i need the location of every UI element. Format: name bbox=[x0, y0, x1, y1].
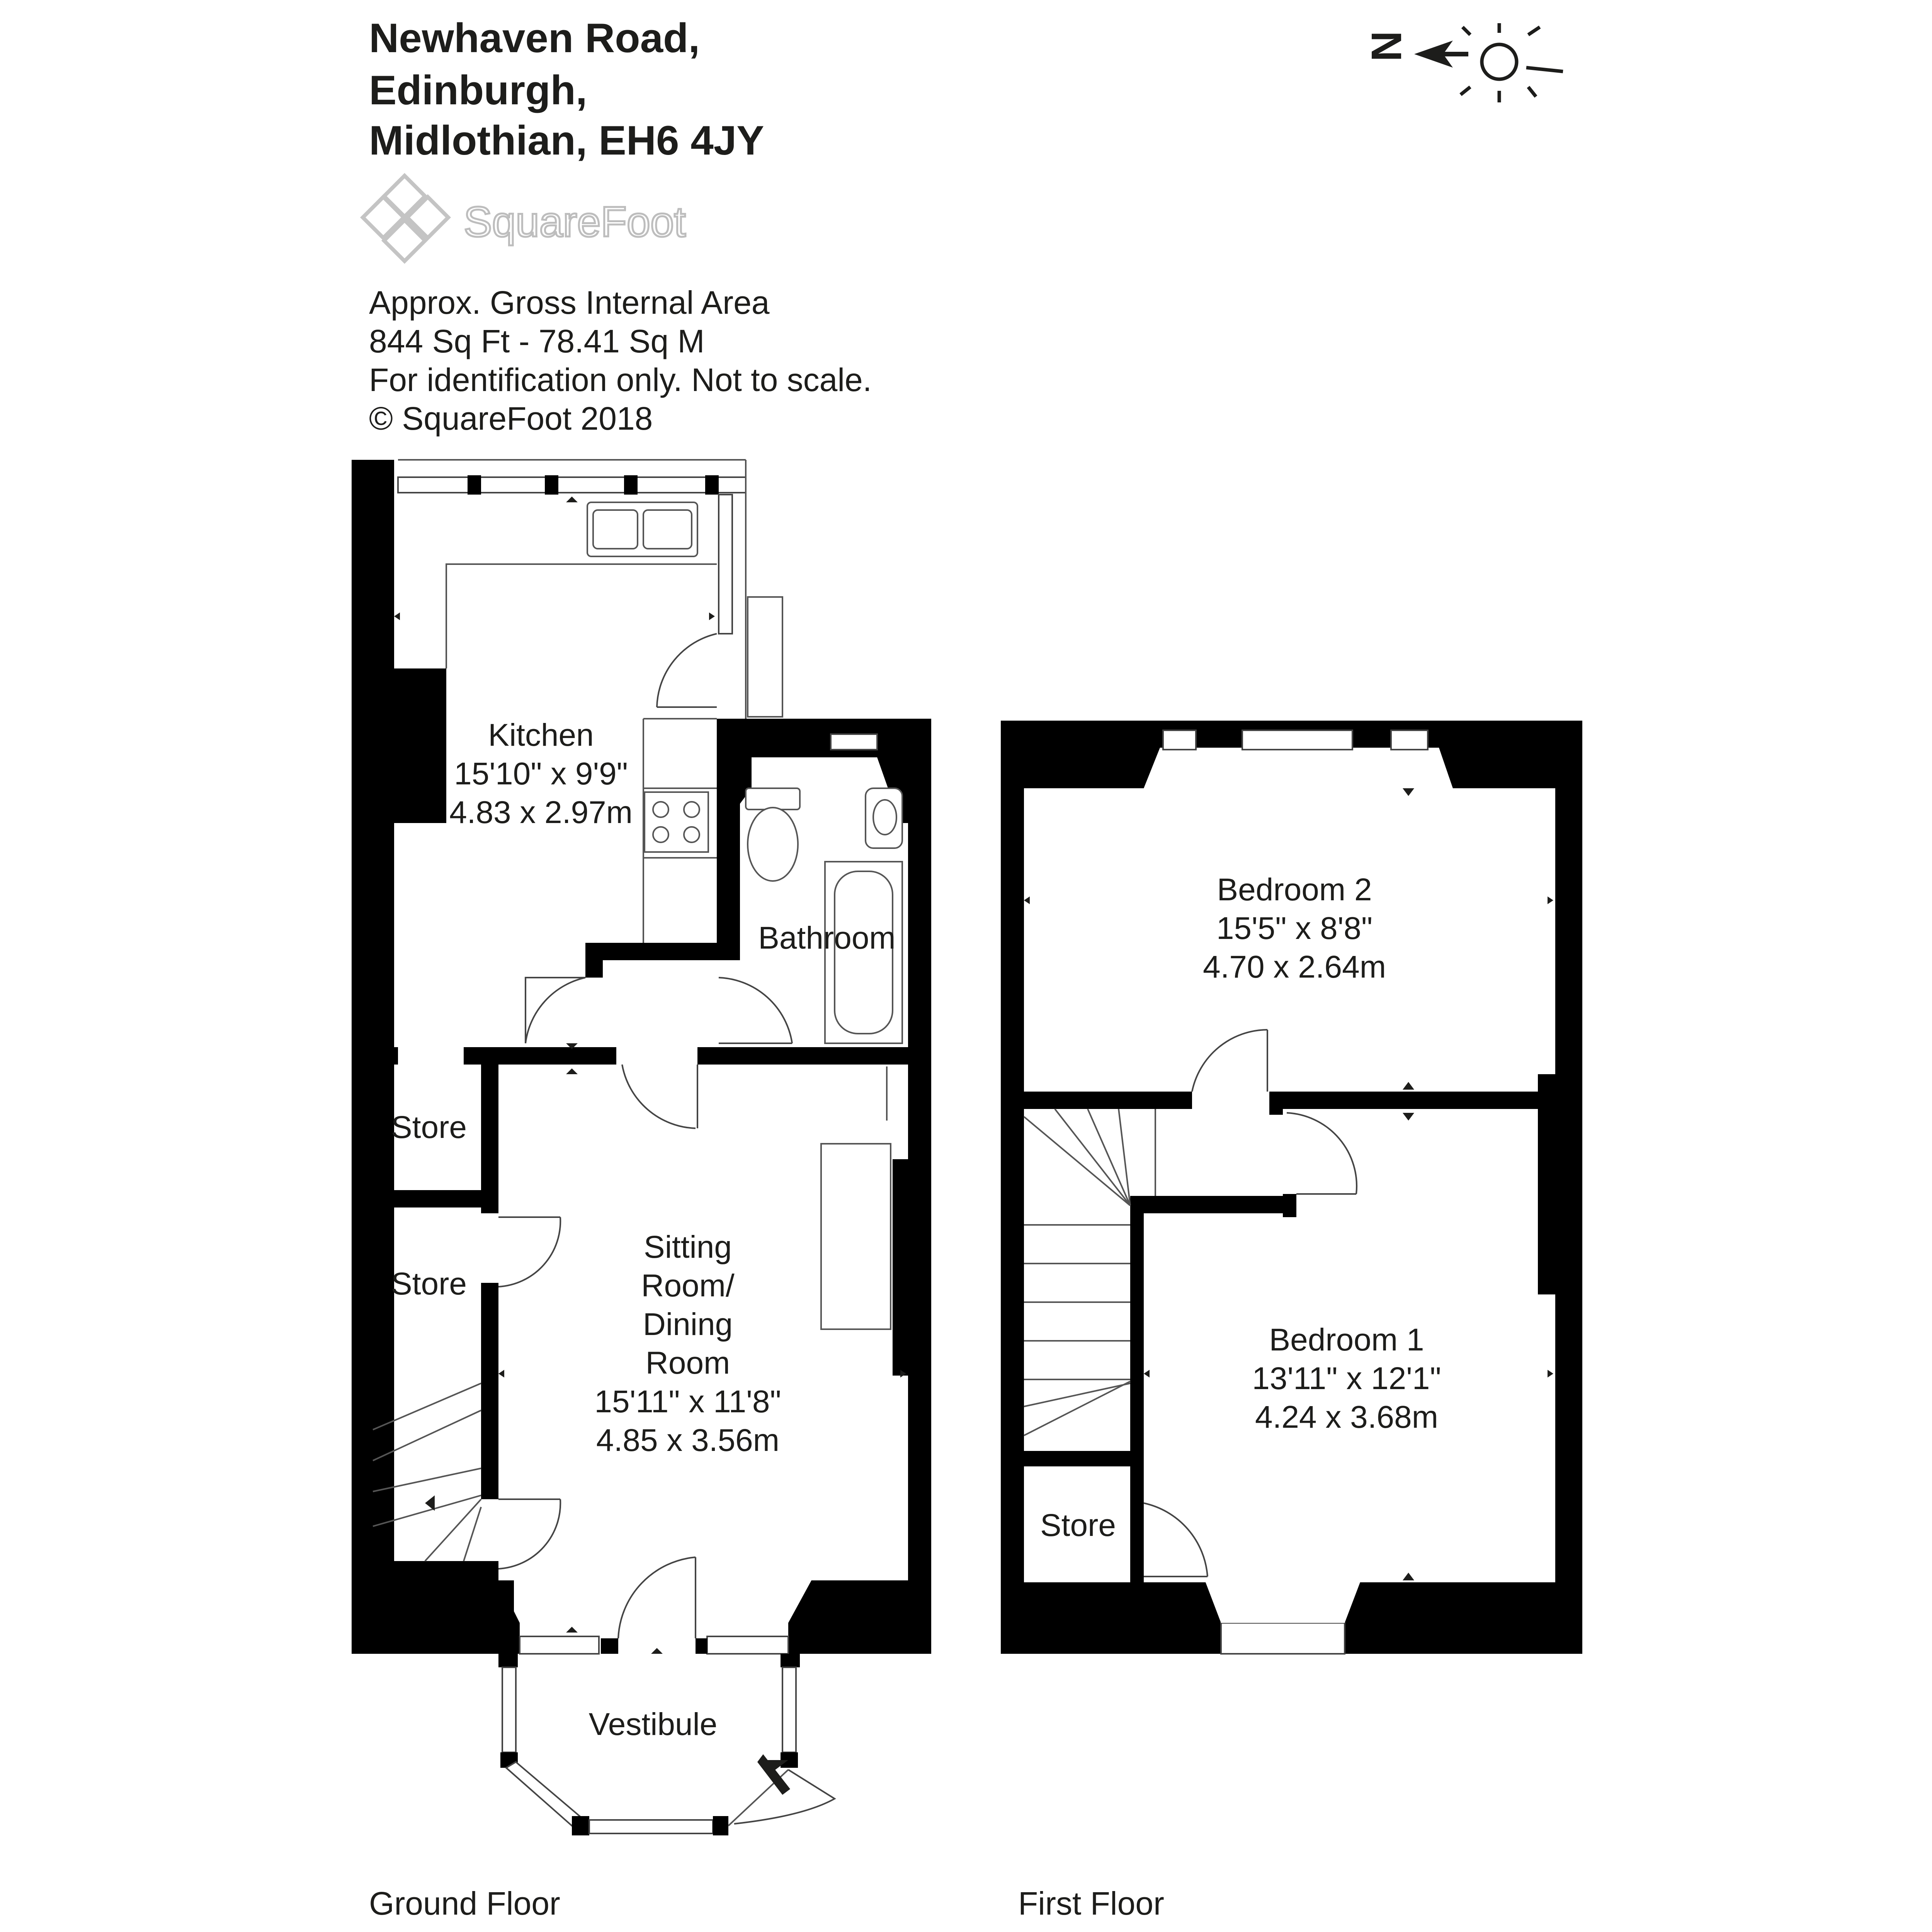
kitchen-hob-icon bbox=[644, 791, 709, 853]
kitchen-window bbox=[397, 476, 747, 493]
bedroom-2-metric: 4.70 x 2.64m bbox=[1203, 949, 1386, 985]
kitchen-name: Kitchen bbox=[488, 718, 594, 753]
address-line-1: Newhaven Road, bbox=[369, 15, 700, 61]
room-label-bedroom-1: Bedroom 1 13'11" x 12'1" 4.24 x 3.68m bbox=[1252, 1322, 1441, 1435]
store-1-name: Store bbox=[391, 1110, 467, 1145]
kitchen-metric: 4.83 x 2.97m bbox=[449, 795, 633, 830]
ground-floor-label: Ground Floor bbox=[369, 1885, 560, 1922]
address-line-2: Edinburgh, bbox=[369, 67, 587, 113]
bathtub-icon bbox=[824, 861, 903, 1044]
compass-sun-icon: N bbox=[1362, 23, 1563, 102]
bedroom-2-name: Bedroom 2 bbox=[1217, 872, 1372, 907]
store-3-name: Store bbox=[1040, 1508, 1116, 1543]
bathroom-window bbox=[830, 733, 878, 750]
store-2-name: Store bbox=[391, 1266, 467, 1301]
sitting-name-line-1: Sitting bbox=[644, 1230, 732, 1265]
area-info: Approx. Gross Internal Area 844 Sq Ft - … bbox=[369, 284, 872, 437]
bathroom-name: Bathroom bbox=[758, 920, 896, 956]
bedroom-1-window bbox=[1220, 1622, 1345, 1655]
first-floor-plan bbox=[1001, 721, 1582, 1655]
ground-floor-plan bbox=[352, 459, 931, 1835]
sitting-name-line-2: Room/ bbox=[641, 1268, 735, 1303]
bedroom-2-imperial: 15'5" x 8'8" bbox=[1216, 911, 1372, 946]
squarefoot-logo-icon bbox=[360, 173, 451, 264]
ff-west-wall bbox=[1001, 721, 1171, 1654]
fireplace bbox=[820, 1143, 891, 1330]
room-label-sitting-room: Sitting Room/ Dining Room 15'11" x 11'8"… bbox=[594, 1230, 781, 1458]
squarefoot-logo: SquareFoot bbox=[360, 173, 687, 264]
kitchen-sink-icon bbox=[587, 502, 698, 557]
bedroom-1-name: Bedroom 1 bbox=[1269, 1322, 1424, 1357]
area-info-line-3: For identification only. Not to scale. bbox=[369, 362, 872, 398]
sitting-name-line-3: Dining bbox=[643, 1307, 733, 1342]
sitting-metric: 4.85 x 3.56m bbox=[596, 1423, 779, 1458]
area-info-line-2: 844 Sq Ft - 78.41 Sq M bbox=[369, 323, 704, 359]
room-label-bedroom-2: Bedroom 2 15'5" x 8'8" 4.70 x 2.64m bbox=[1203, 872, 1386, 985]
area-info-line-1: Approx. Gross Internal Area bbox=[369, 284, 770, 321]
area-info-line-4: © SquareFoot 2018 bbox=[369, 400, 653, 437]
bedroom-1-imperial: 13'11" x 12'1" bbox=[1252, 1361, 1441, 1396]
gf-chimney-breast bbox=[394, 668, 446, 823]
washbasin-icon bbox=[865, 787, 903, 849]
sitting-imperial: 15'11" x 11'8" bbox=[594, 1384, 781, 1419]
address-block: Newhaven Road, Edinburgh, Midlothian, EH… bbox=[369, 15, 764, 163]
first-floor-stairs-icon bbox=[1023, 1108, 1156, 1436]
room-label-kitchen: Kitchen 15'10" x 9'9" 4.83 x 2.97m bbox=[449, 718, 633, 830]
logo-wordmark: SquareFoot bbox=[464, 198, 686, 246]
compass-north-letter: N bbox=[1362, 31, 1410, 61]
first-floor-label: First Floor bbox=[1018, 1885, 1164, 1922]
toilet-icon bbox=[745, 787, 801, 882]
kitchen-back-door-icon bbox=[656, 633, 717, 708]
ff-east-wall bbox=[1555, 721, 1582, 1654]
address-line-3: Midlothian, EH6 4JY bbox=[369, 117, 764, 163]
vestibule-bay bbox=[498, 1654, 836, 1835]
ground-floor-stairs-icon bbox=[372, 1383, 482, 1562]
vestibule-name: Vestibule bbox=[589, 1707, 718, 1742]
kitchen-imperial: 15'10" x 9'9" bbox=[454, 756, 628, 791]
sitting-name-line-4: Room bbox=[646, 1345, 730, 1381]
bedroom-1-metric: 4.24 x 3.68m bbox=[1255, 1400, 1438, 1435]
